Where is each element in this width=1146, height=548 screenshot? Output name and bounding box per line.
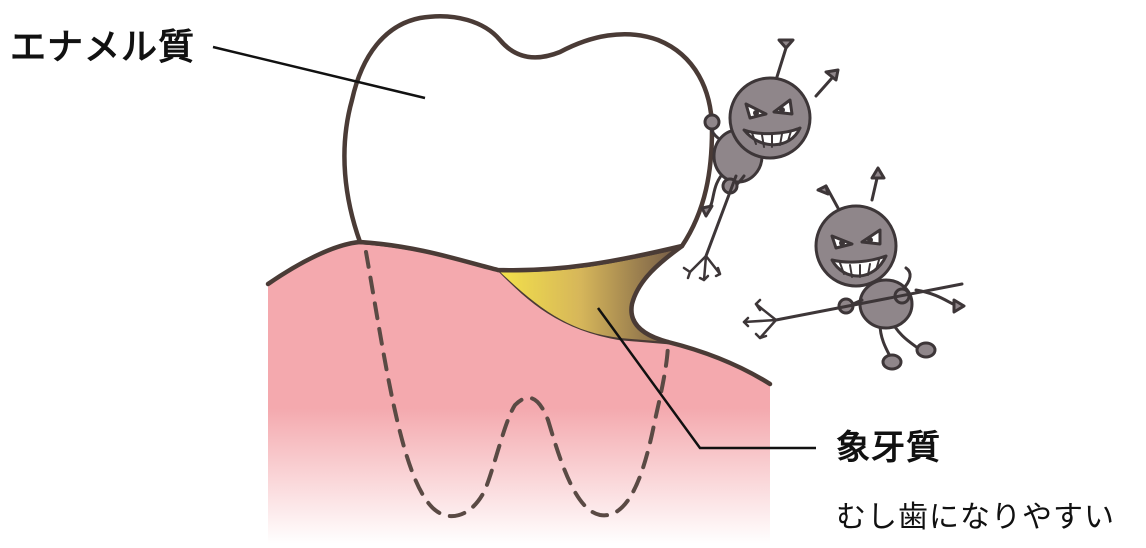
bacteria-devil-icon bbox=[744, 168, 964, 369]
tooth-crown bbox=[344, 16, 712, 270]
dentin-note-label: むし歯になりやすい bbox=[836, 492, 1115, 536]
dentin-label: 象牙質 bbox=[836, 420, 941, 469]
enamel-label: エナメル質 bbox=[10, 18, 195, 70]
